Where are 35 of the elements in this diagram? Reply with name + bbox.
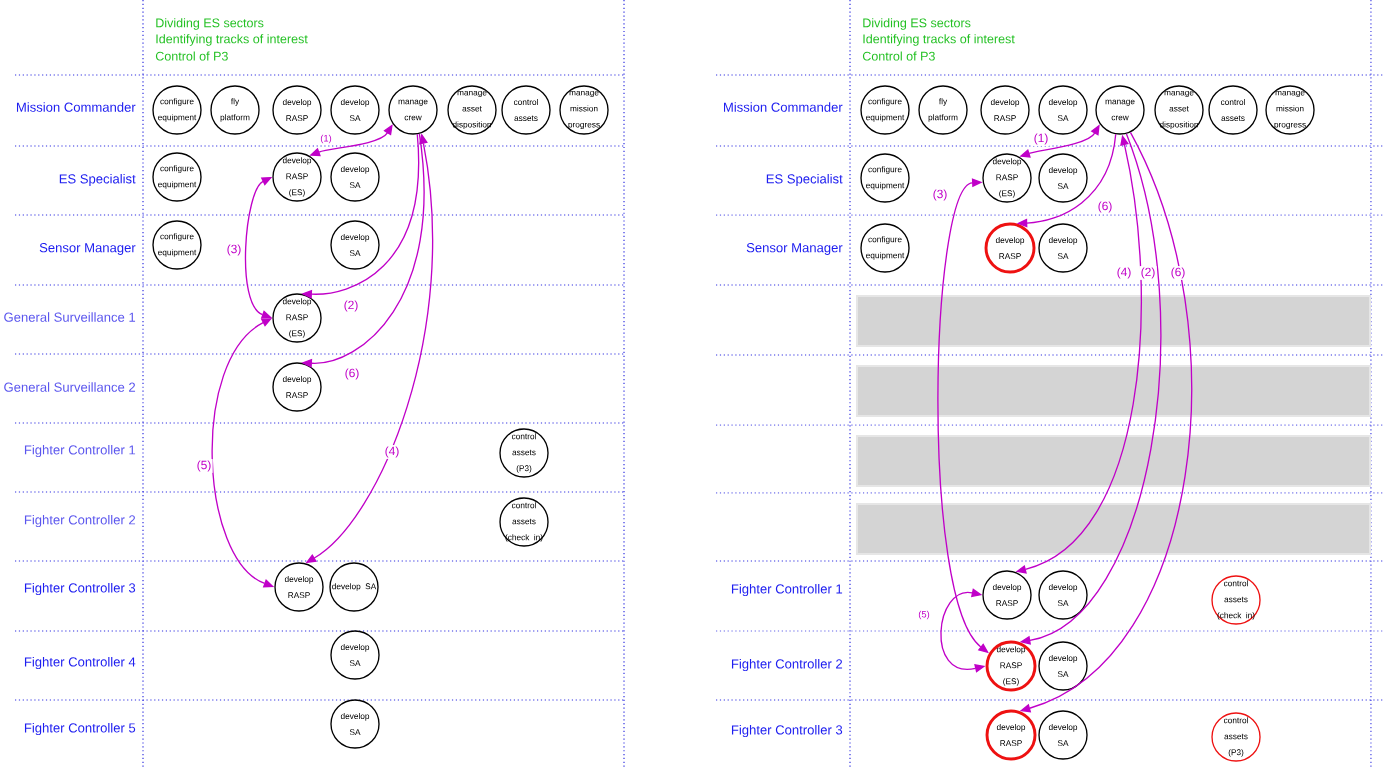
lane-label: Mission Commander: [724, 102, 843, 112]
edge-label: (4): [1115, 266, 1133, 280]
note-text: Dividing ES sectors: [156, 18, 264, 30]
note-text: Identifying tracks of interest: [863, 34, 1015, 46]
edge-label: (2): [1139, 266, 1157, 280]
lane-label: General Surveillance 2: [4, 382, 136, 392]
lane-label: Fighter Controller 5: [24, 722, 136, 736]
lane-label: ES Specialist: [59, 173, 136, 187]
edge-label: (6): [1096, 200, 1114, 214]
lane-label: Sensor Manager: [39, 243, 136, 255]
lane-label: Fighter Controller 1: [24, 444, 136, 458]
lane-label: General Surveillance 1: [4, 312, 136, 322]
edge-label: (3): [225, 243, 243, 257]
edge-label: (1): [318, 133, 334, 145]
edge-label: (3): [931, 188, 949, 202]
edge-label: (6): [1169, 266, 1187, 280]
lane-label: Fighter Controller 3: [24, 582, 136, 596]
lane-label: Sensor Manager: [746, 243, 843, 255]
note-text: Control of P3: [155, 51, 228, 61]
lane-label: Fighter Controller 2: [24, 514, 136, 528]
edge-label: (2): [342, 299, 360, 313]
edge-label: (4): [383, 445, 401, 459]
edge-label: (5): [195, 459, 213, 473]
note-text: Control of P3: [862, 51, 935, 61]
lane-label: Mission Commander: [17, 102, 136, 112]
note-text: Identifying tracks of interest: [156, 34, 308, 46]
note-text: Dividing ES sectors: [863, 18, 971, 30]
edge-label: (1): [1032, 132, 1050, 146]
lane-label: Fighter Controller 3: [731, 724, 843, 738]
lane-label: Fighter Controller 4: [24, 656, 136, 670]
lane-label: ES Specialist: [766, 173, 843, 187]
edge-label: (5): [916, 609, 932, 621]
lane-label: Fighter Controller 1: [731, 583, 843, 597]
edge-label: (6): [343, 367, 361, 381]
lane-label: Fighter Controller 2: [731, 658, 843, 672]
